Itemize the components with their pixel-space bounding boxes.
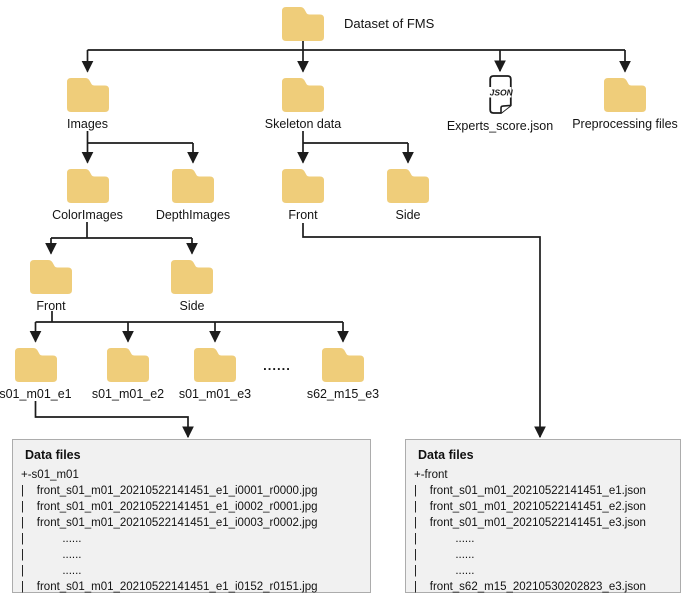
data-files-box-skeleton: Data files +-front | front_s01_m01_20210…: [405, 439, 681, 593]
folder-s01-m01-e2: s01_m01_e2: [68, 345, 188, 401]
folder-s01-m01-e3: s01_m01_e3: [155, 345, 275, 401]
file-experts-score-json: JSON Experts_score.json: [440, 74, 560, 133]
folder-icon: [604, 78, 646, 112]
folder-icon: [66, 78, 109, 112]
file-tree-line: | front_s62_m15_20210530202823_e3.json: [414, 581, 646, 593]
folder-label: ColorImages: [52, 208, 123, 222]
folder-skeleton-side: Side: [348, 166, 468, 222]
folder-skeleton-front: Front: [243, 166, 363, 222]
folder-label: Front: [288, 208, 318, 222]
folder-label: Front: [36, 299, 66, 313]
folder-label: s62_m15_e3: [306, 387, 380, 401]
folder-icon: [172, 169, 214, 203]
folder-label: Side: [395, 208, 421, 222]
folder-icon: [194, 348, 236, 382]
folder-label: Images: [67, 117, 108, 131]
folder-icon: [282, 169, 324, 203]
json-file-icon: JSON: [487, 75, 513, 114]
folder-label: Side: [179, 299, 205, 313]
folder-icon: [30, 260, 72, 294]
file-tree-line: | front_s01_m01_20210522141451_e1_i0001_…: [21, 485, 318, 497]
file-tree-line: | front_s01_m01_20210522141451_e2.json: [414, 501, 646, 513]
file-tree-line: | ......: [414, 533, 475, 545]
folder-preprocessing-files: Preprocessing files: [565, 75, 685, 131]
folder-dataset-of-fms: Dataset of FMS: [280, 4, 434, 42]
data-files-title: Data files: [418, 448, 474, 462]
file-tree-line: | front_s01_m01_20210522141451_e1.json: [414, 485, 646, 497]
folder-label: s01_m01_e2: [91, 387, 165, 401]
folder-icon: [322, 348, 364, 382]
file-tree-line: | front_s01_m01_20210522141451_e1_i0003_…: [21, 517, 318, 529]
folder-color-front: Front: [0, 257, 111, 313]
folder-icon: [387, 169, 429, 203]
file-label: Experts_score.json: [446, 119, 554, 133]
folder-label: s01_m01_e3: [178, 387, 252, 401]
folder-icon: [107, 348, 149, 382]
folders-ellipsis: ......: [263, 358, 291, 373]
folder-label: Dataset of FMS: [344, 15, 435, 31]
folder-label: DepthImages: [155, 208, 231, 222]
folder-icon: [171, 260, 213, 294]
file-tree-line: +-s01_m01: [21, 469, 79, 481]
file-tree-line: | front_s01_m01_20210522141451_e3.json: [414, 517, 646, 529]
folder-icon: [66, 169, 109, 203]
folder-label: Preprocessing files: [572, 117, 678, 131]
data-files-title: Data files: [25, 448, 81, 462]
folder-label: s01_m01_e1: [0, 387, 72, 401]
folder-depth-images: DepthImages: [133, 166, 253, 222]
file-tree-line: | ......: [414, 565, 475, 577]
data-files-box-images: Data files +-s01_m01 | front_s01_m01_202…: [12, 439, 371, 593]
folder-icon: [282, 7, 324, 41]
json-badge-text: JSON: [489, 88, 513, 98]
file-tree-line: | ......: [21, 549, 82, 561]
file-tree-line: | front_s01_m01_20210522141451_e1_i0002_…: [21, 501, 318, 513]
folder-label: Skeleton data: [264, 117, 342, 131]
folder-skeleton-data: Skeleton data: [243, 75, 363, 131]
folder-color-side: Side: [132, 257, 252, 313]
file-tree-line: | ......: [21, 533, 82, 545]
file-tree-line: | ......: [414, 549, 475, 561]
file-tree-line: | ......: [21, 565, 82, 577]
folder-icon: [282, 78, 324, 112]
folder-icon: [14, 348, 57, 382]
file-tree-line: +-front: [414, 469, 448, 481]
file-tree-line: | front_s01_m01_20210522141451_e1_i0152_…: [21, 581, 318, 593]
folder-images: Images: [28, 75, 148, 131]
folder-color-images: ColorImages: [28, 166, 148, 222]
folder-s01-m01-e1: s01_m01_e1: [0, 345, 96, 401]
folder-s62-m15-e3: s62_m15_e3: [283, 345, 403, 401]
